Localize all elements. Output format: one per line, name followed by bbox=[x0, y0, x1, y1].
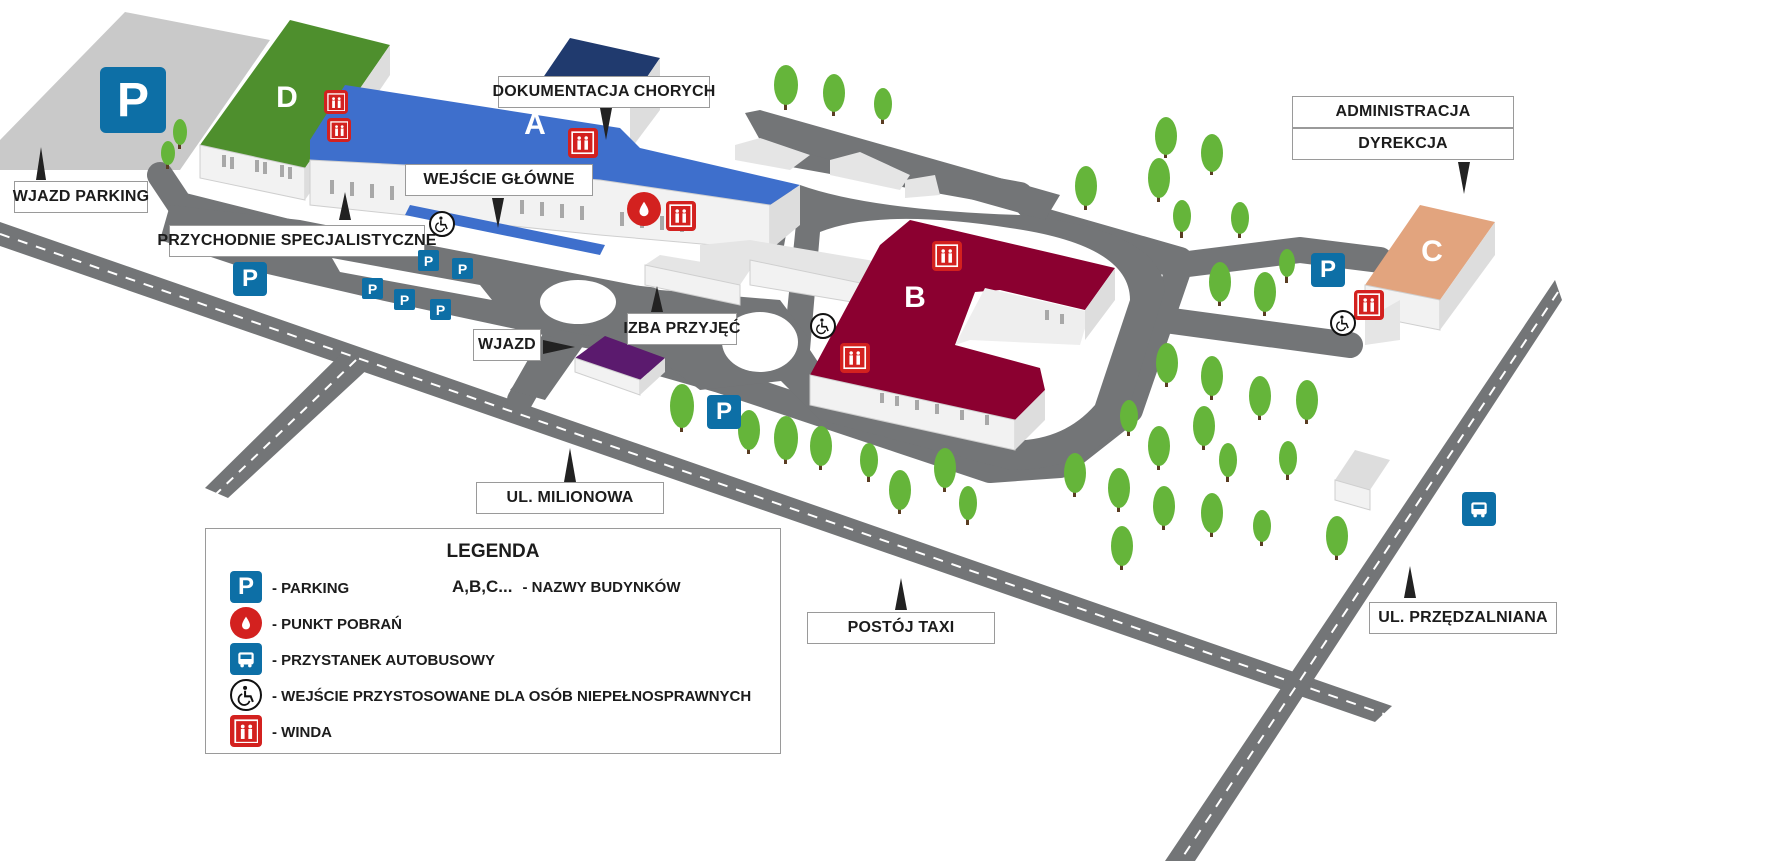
side-street bbox=[205, 355, 372, 498]
label-wjazd-parking: WJAZD PARKING bbox=[13, 181, 149, 213]
label-przychodnie-specjalistyczne: PRZYCHODNIE SPECJALISTYCZNE bbox=[157, 225, 436, 257]
elevator-icon bbox=[568, 128, 598, 158]
label-izba-przyjec: IZBA PRZYJĘĆ bbox=[623, 313, 741, 345]
road-centerline bbox=[215, 359, 357, 495]
building-a-wing bbox=[770, 185, 800, 250]
parking-icon: P bbox=[233, 262, 267, 296]
wheelchair-icon bbox=[1330, 310, 1356, 336]
wheelchair-icon bbox=[230, 679, 262, 711]
label-postoj-taxi: POSTÓJ TAXI bbox=[807, 612, 995, 644]
building-b-label: B bbox=[904, 281, 926, 314]
legend-text: - PRZYSTANEK AUTOBUSOWY bbox=[272, 651, 496, 669]
elevator-icon bbox=[932, 241, 962, 271]
label-dyrekcja: DYREKCJA bbox=[1292, 128, 1514, 160]
label-ul-przedzalniana: UL. PRZĘDZALNIANA bbox=[1369, 602, 1557, 634]
wheelchair-icon bbox=[429, 211, 455, 237]
service-building bbox=[830, 152, 910, 190]
parking-icon: P bbox=[707, 395, 741, 429]
purple-building-roof bbox=[575, 336, 665, 380]
building-d-label: D bbox=[276, 81, 298, 114]
parking-accessible-icon: P bbox=[394, 289, 415, 310]
building-c-roof bbox=[1365, 205, 1495, 300]
parking-icon: P bbox=[230, 571, 262, 603]
elevator-icon bbox=[230, 715, 262, 747]
label-wjazd: WJAZD bbox=[473, 329, 541, 361]
elevator-icon bbox=[666, 201, 696, 231]
roundabout bbox=[722, 312, 798, 372]
wheelchair-icon bbox=[810, 313, 836, 339]
legend-text: - WEJŚCIE PRZYSTOSOWANE DLA OSÓB NIEPEŁN… bbox=[272, 687, 752, 705]
label-dokumentacja-chorych: DOKUMENTACJA CHORYCH bbox=[493, 76, 715, 108]
small-house bbox=[1335, 450, 1390, 490]
bus-stop-icon bbox=[230, 643, 262, 675]
building-c-label: C bbox=[1421, 235, 1443, 268]
bus-stop-icon bbox=[1462, 492, 1496, 526]
parking-accessible-icon: P bbox=[362, 278, 383, 299]
label-administracja: ADMINISTRACJA bbox=[1292, 96, 1514, 128]
parking-icon: P bbox=[100, 67, 166, 133]
building-b-courtyard bbox=[955, 288, 1090, 345]
building-b-wall-inner bbox=[1085, 268, 1115, 340]
building-d-windows bbox=[222, 155, 292, 179]
legend-row-bus: - PRZYSTANEK AUTOBUSOWY bbox=[230, 643, 495, 677]
legend-row-parking: P - PARKING bbox=[230, 571, 349, 605]
blood-drop-icon bbox=[627, 192, 661, 226]
elevator-icon bbox=[324, 90, 348, 114]
island bbox=[332, 258, 492, 300]
parking-accessible-icon: P bbox=[452, 258, 473, 279]
building-a-canopy bbox=[405, 205, 605, 255]
building-c-tower bbox=[1365, 300, 1400, 345]
building-a-roof bbox=[310, 85, 800, 205]
small-house bbox=[1334, 479, 1371, 511]
blood-drop-icon bbox=[230, 607, 262, 639]
purple-building-side bbox=[640, 358, 665, 395]
trees bbox=[161, 65, 1348, 570]
legend-text: - NAZWY BUDYNKÓW bbox=[522, 579, 681, 596]
connector-building bbox=[700, 240, 880, 285]
legend-names-sample: A,B,C... bbox=[452, 577, 513, 596]
roundabout bbox=[540, 280, 616, 324]
building-a-label: A bbox=[524, 108, 546, 141]
service-road bbox=[745, 110, 1060, 220]
parking-icon: P bbox=[1311, 253, 1345, 287]
building-b-wall-side bbox=[1015, 390, 1045, 450]
service-building bbox=[735, 138, 810, 170]
building-c-side bbox=[1440, 222, 1495, 330]
connector-building bbox=[645, 255, 750, 285]
legend-building-names: A,B,C... - NAZWY BUDYNKÓW bbox=[452, 577, 681, 597]
ul-przedzalniana-road bbox=[1165, 280, 1562, 861]
label-pointers bbox=[36, 108, 1470, 610]
legend-row-accessible: - WEJŚCIE PRZYSTOSOWANE DLA OSÓB NIEPEŁN… bbox=[230, 679, 751, 713]
elevator-icon bbox=[840, 343, 870, 373]
road-centerline bbox=[0, 233, 1385, 715]
connector-building bbox=[644, 264, 741, 306]
legend-row-elevator: - WINDA bbox=[230, 715, 332, 749]
building-d-roof bbox=[200, 20, 390, 168]
legend-text: - PUNKT POBRAŃ bbox=[272, 615, 402, 633]
legend: LEGENDA P - PARKING A,B,C... - NAZWY BUDY… bbox=[205, 528, 781, 754]
building-b-roof bbox=[810, 220, 1115, 420]
label-ul-milionowa: UL. MILIONOWA bbox=[476, 482, 664, 514]
elevator-icon bbox=[1354, 290, 1384, 320]
legend-title: LEGENDA bbox=[446, 541, 540, 562]
parking-accessible-icon: P bbox=[430, 299, 451, 320]
elevator-icon bbox=[327, 118, 351, 142]
service-building bbox=[905, 175, 940, 198]
legend-row-blood: - PUNKT POBRAŃ bbox=[230, 607, 402, 641]
legend-text: - WINDA bbox=[272, 723, 332, 741]
building-b-windows bbox=[880, 310, 1064, 425]
parking-accessible-icon: P bbox=[418, 250, 439, 271]
legend-text: - PARKING bbox=[272, 579, 350, 597]
label-wejscie-glowne: WEJŚCIE GŁÓWNE bbox=[405, 164, 593, 196]
